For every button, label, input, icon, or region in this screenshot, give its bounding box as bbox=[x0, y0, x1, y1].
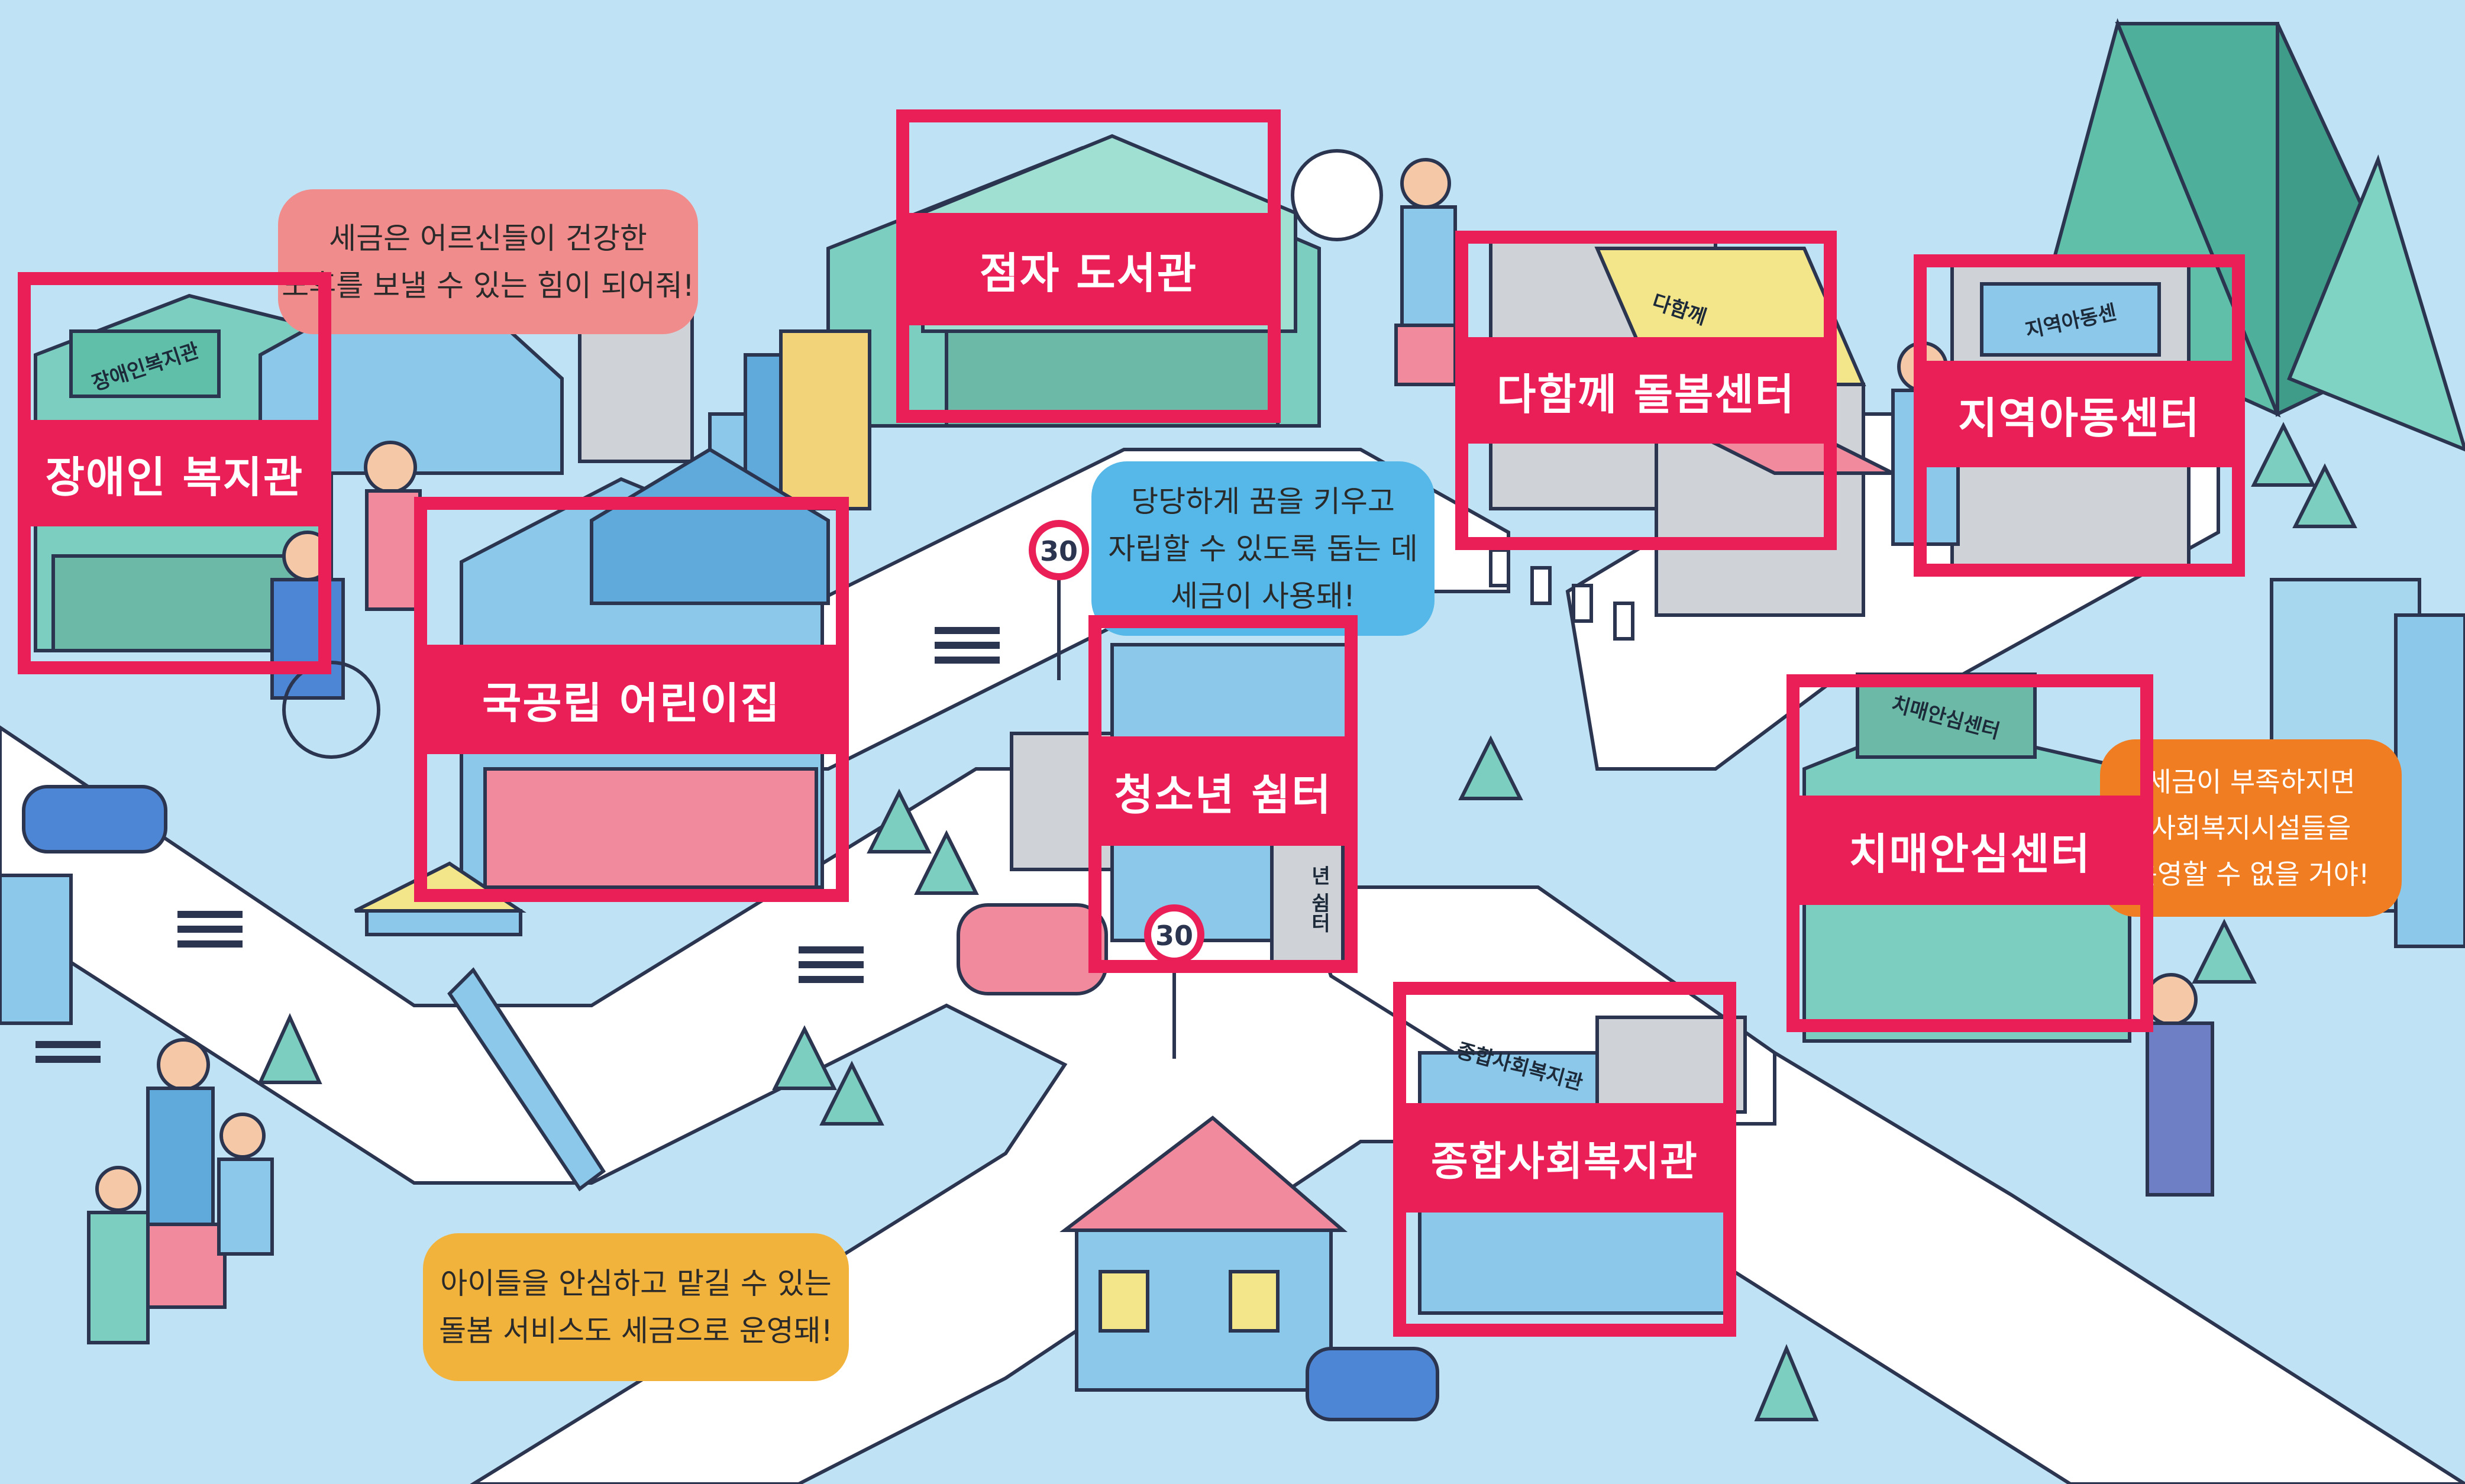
label-community-child[interactable]: 지역아동센터 bbox=[1914, 361, 2245, 467]
frame-dementia bbox=[1786, 674, 2153, 1032]
bubble-shortage-line1: 세금이 부족하지면 bbox=[2146, 766, 2356, 798]
people bbox=[87, 149, 2214, 1344]
cars bbox=[22, 785, 1439, 1421]
speed-sign-1-text: 30 bbox=[1040, 535, 1078, 567]
speech-bubble-elderly: 세금은 어르신들이 건강한 노후를 보낼 수 있는 힘이 되어줘! bbox=[278, 189, 698, 334]
label-together-care[interactable]: 다함께 돌봄센터 bbox=[1455, 337, 1837, 444]
fence bbox=[1489, 548, 1634, 641]
label-braille-library[interactable]: 점자 도서관 bbox=[896, 213, 1281, 325]
bubble-childcare-line2: 돌봄 서비스도 세금으로 운영돼! bbox=[439, 1314, 833, 1348]
label-dementia[interactable]: 치매안심센터 bbox=[1786, 796, 2153, 905]
bubble-shortage-line3: 운영할 수 없을 거야! bbox=[2132, 858, 2370, 890]
label-national-daycare[interactable]: 국공립 어린이집 bbox=[414, 645, 849, 754]
bubble-elderly-line1: 세금은 어르신들이 건강한 bbox=[329, 221, 647, 256]
bubble-childcare-line1: 아이들을 안심하고 맡길 수 있는 bbox=[440, 1266, 832, 1301]
sign-youth-shelter: 년 쉼터 bbox=[1307, 865, 1331, 933]
label-youth-shelter[interactable]: 청소년 쉼터 bbox=[1088, 736, 1358, 846]
speech-bubble-dreams: 당당하게 꿈을 키우고 자립할 수 있도록 돕는 데 세금이 사용돼! bbox=[1091, 461, 1435, 636]
bubble-dreams-line1: 당당하게 꿈을 키우고 bbox=[1131, 484, 1395, 519]
bubble-dreams-line2: 자립할 수 있도록 돕는 데 bbox=[1108, 531, 1418, 566]
speed-signs bbox=[1029, 520, 1204, 1059]
speed-sign-2-text: 30 bbox=[1155, 920, 1193, 952]
crosswalks bbox=[35, 627, 1000, 1063]
speech-bubble-childcare: 아이들을 안심하고 맡길 수 있는 돌봄 서비스도 세금으로 운영돼! bbox=[423, 1233, 849, 1381]
bubble-dreams-line3: 세금이 사용돼! bbox=[1171, 578, 1355, 613]
label-general-welfare[interactable]: 종합사회복지관 bbox=[1393, 1103, 1736, 1213]
label-disability-welfare[interactable]: 장애인 복지관 bbox=[18, 420, 331, 526]
bubble-shortage-line2: 사회복지시설들을 bbox=[2150, 812, 2351, 844]
trees bbox=[257, 422, 2357, 1421]
bubble-elderly-line2: 노후를 보낼 수 있는 힘이 되어줘! bbox=[282, 268, 694, 303]
